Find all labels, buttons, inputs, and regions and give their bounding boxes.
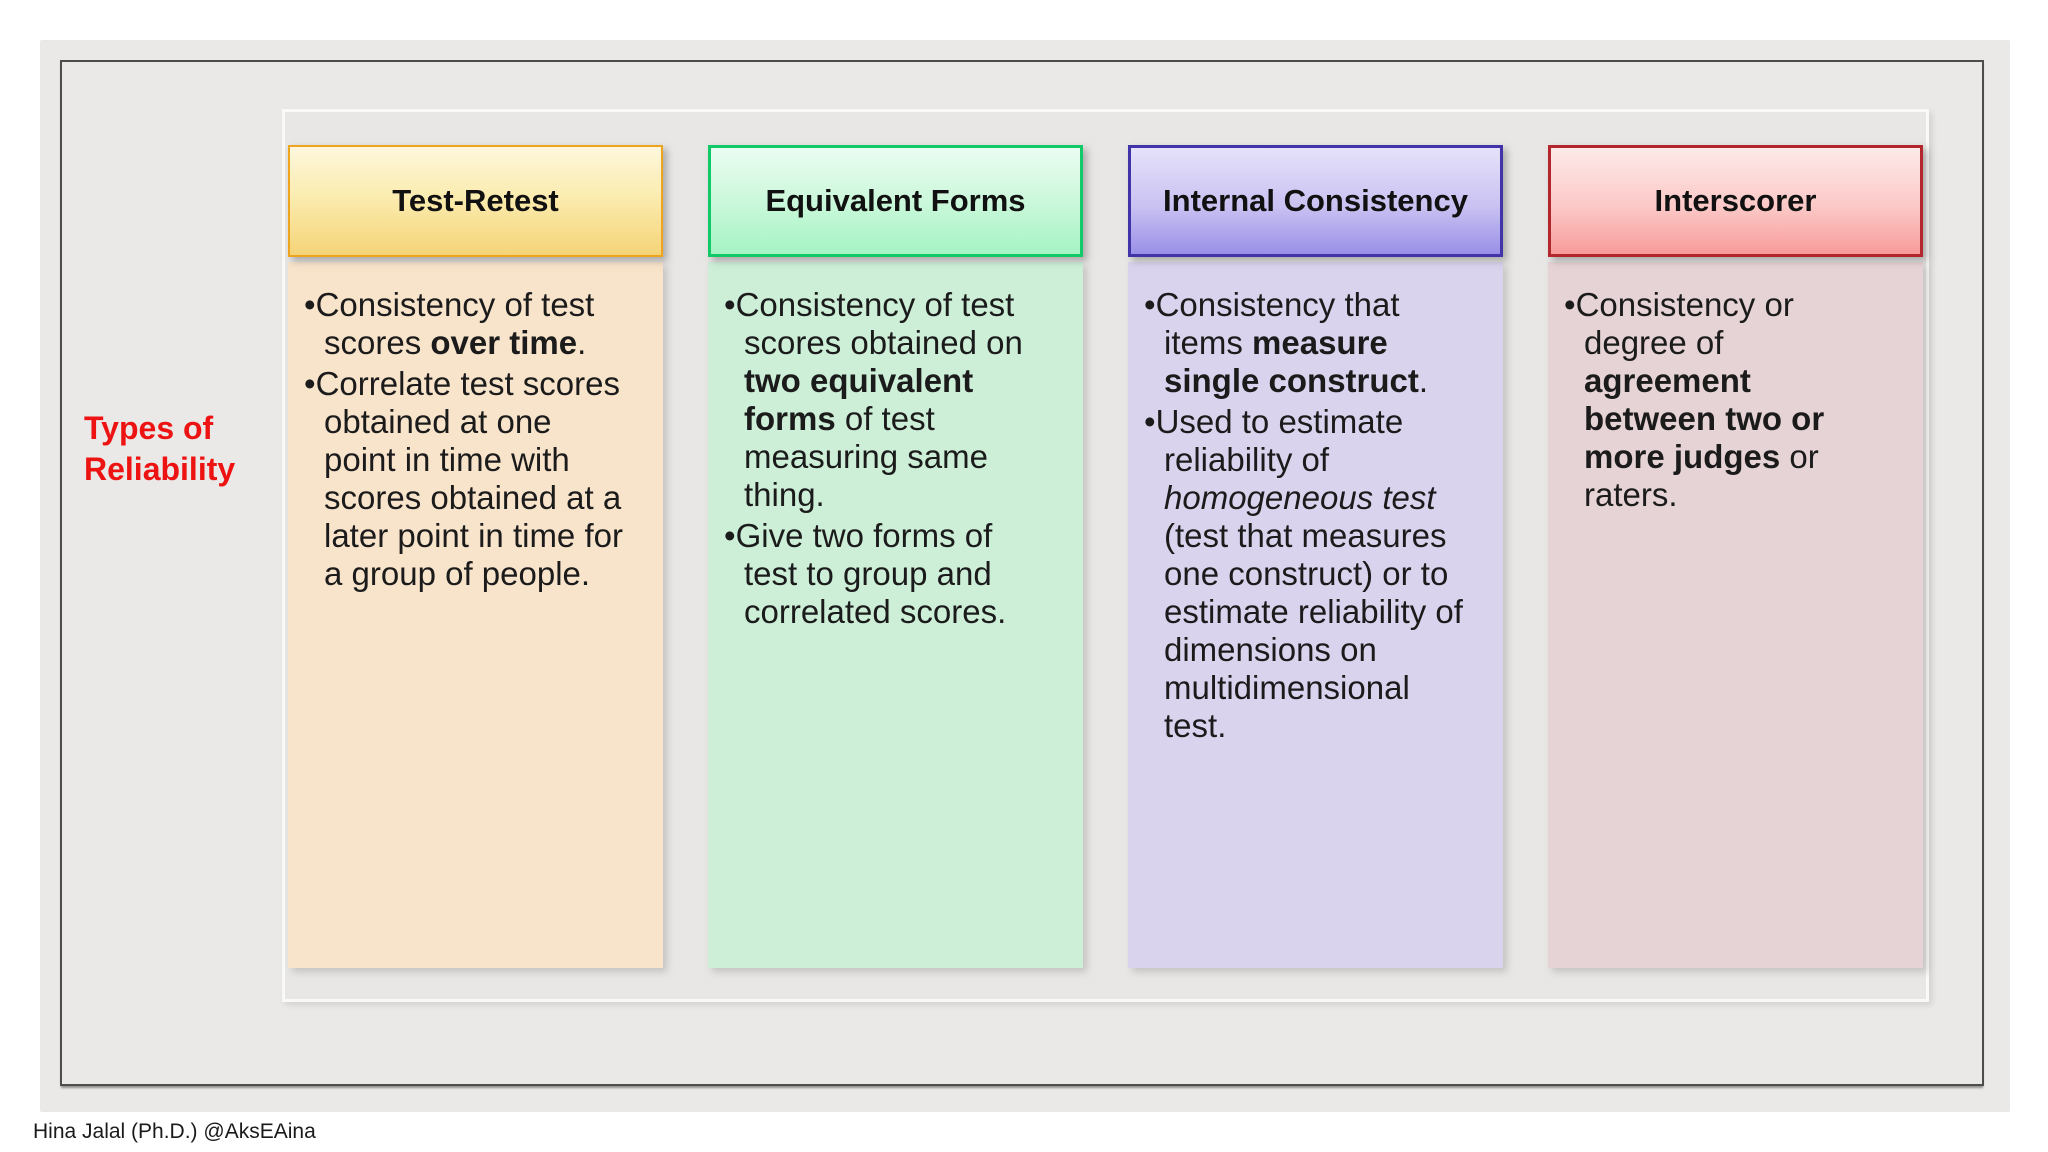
bullet-icon: • <box>1144 286 1156 323</box>
bullet-text: Correlate test scores obtained at one po… <box>315 365 623 592</box>
bullet-text-bold: measure single construct <box>1164 324 1419 399</box>
bullet-text: Consistency or degree of <box>1575 286 1794 361</box>
column-internal-consistency: Internal Consistency •Consistency that i… <box>1128 145 1503 999</box>
bullet-item: •Consistency of test scores obtained on … <box>724 286 1049 514</box>
bullet-text: Consistency of test scores obtained on <box>735 286 1023 361</box>
bullet-item: •Consistency or degree of agreement betw… <box>1564 286 1889 514</box>
column-body-equivalent-forms: •Consistency of test scores obtained on … <box>708 262 1083 968</box>
bullet-text: . <box>577 324 587 361</box>
column-header-internal-consistency: Internal Consistency <box>1128 145 1503 257</box>
bullet-icon: • <box>304 286 316 323</box>
bullet-icon: • <box>724 286 736 323</box>
column-header-equivalent-forms: Equivalent Forms <box>708 145 1083 257</box>
column-header-test-retest: Test-Retest <box>288 145 663 257</box>
bullet-text: Consistency that items <box>1155 286 1400 361</box>
bullet-item: •Consistency of test scores over time. <box>304 286 629 362</box>
columns-row: Test-Retest •Consistency of test scores … <box>285 112 1926 999</box>
bullet-text-bold: over time <box>430 324 578 361</box>
bullet-text: of test measuring same thing. <box>744 400 988 513</box>
column-interscorer: Interscorer •Consistency or degree of ag… <box>1548 145 1923 999</box>
column-test-retest: Test-Retest •Consistency of test scores … <box>288 145 663 999</box>
bullet-text: Give two forms of test to group and corr… <box>735 517 1007 630</box>
column-header-interscorer: Interscorer <box>1548 145 1923 257</box>
footer-credit: Hina Jalal (Ph.D.) @AksEAina <box>33 1120 316 1143</box>
columns-panel: Test-Retest •Consistency of test scores … <box>282 109 1929 1002</box>
bullet-text-bold: agreement between two or more judges <box>1584 362 1825 475</box>
column-body-test-retest: •Consistency of test scores over time. •… <box>288 262 663 968</box>
bullet-icon: • <box>724 517 736 554</box>
bullet-item: •Used to estimate reliability of homogen… <box>1144 403 1469 745</box>
bullet-text: (test that measures one construct) or to… <box>1164 517 1463 744</box>
slide-background: Types of Reliability Test-Retest •Consis… <box>40 40 2010 1112</box>
bullet-item: •Correlate test scores obtained at one p… <box>304 365 629 593</box>
bullet-icon: • <box>1564 286 1576 323</box>
bullet-text-bold: two equivalent forms <box>744 362 974 437</box>
bullet-text: Consistency of test scores <box>315 286 595 361</box>
column-equivalent-forms: Equivalent Forms •Consistency of test sc… <box>708 145 1083 999</box>
bullet-item: •Consistency that items measure single c… <box>1144 286 1469 400</box>
slide-inner-frame <box>60 60 1984 1086</box>
bullet-icon: • <box>304 365 316 402</box>
column-body-internal-consistency: •Consistency that items measure single c… <box>1128 262 1503 968</box>
bullet-text: Used to estimate reliability of <box>1155 403 1404 478</box>
bullet-icon: • <box>1144 403 1156 440</box>
bullet-text-italic: homogeneous test <box>1164 479 1436 516</box>
bullet-item: •Give two forms of test to group and cor… <box>724 517 1049 631</box>
side-label-types-of-reliability: Types of Reliability <box>84 410 236 487</box>
bullet-text: or raters. <box>1584 438 1819 513</box>
column-body-interscorer: •Consistency or degree of agreement betw… <box>1548 262 1923 968</box>
bullet-text: . <box>1418 362 1429 399</box>
